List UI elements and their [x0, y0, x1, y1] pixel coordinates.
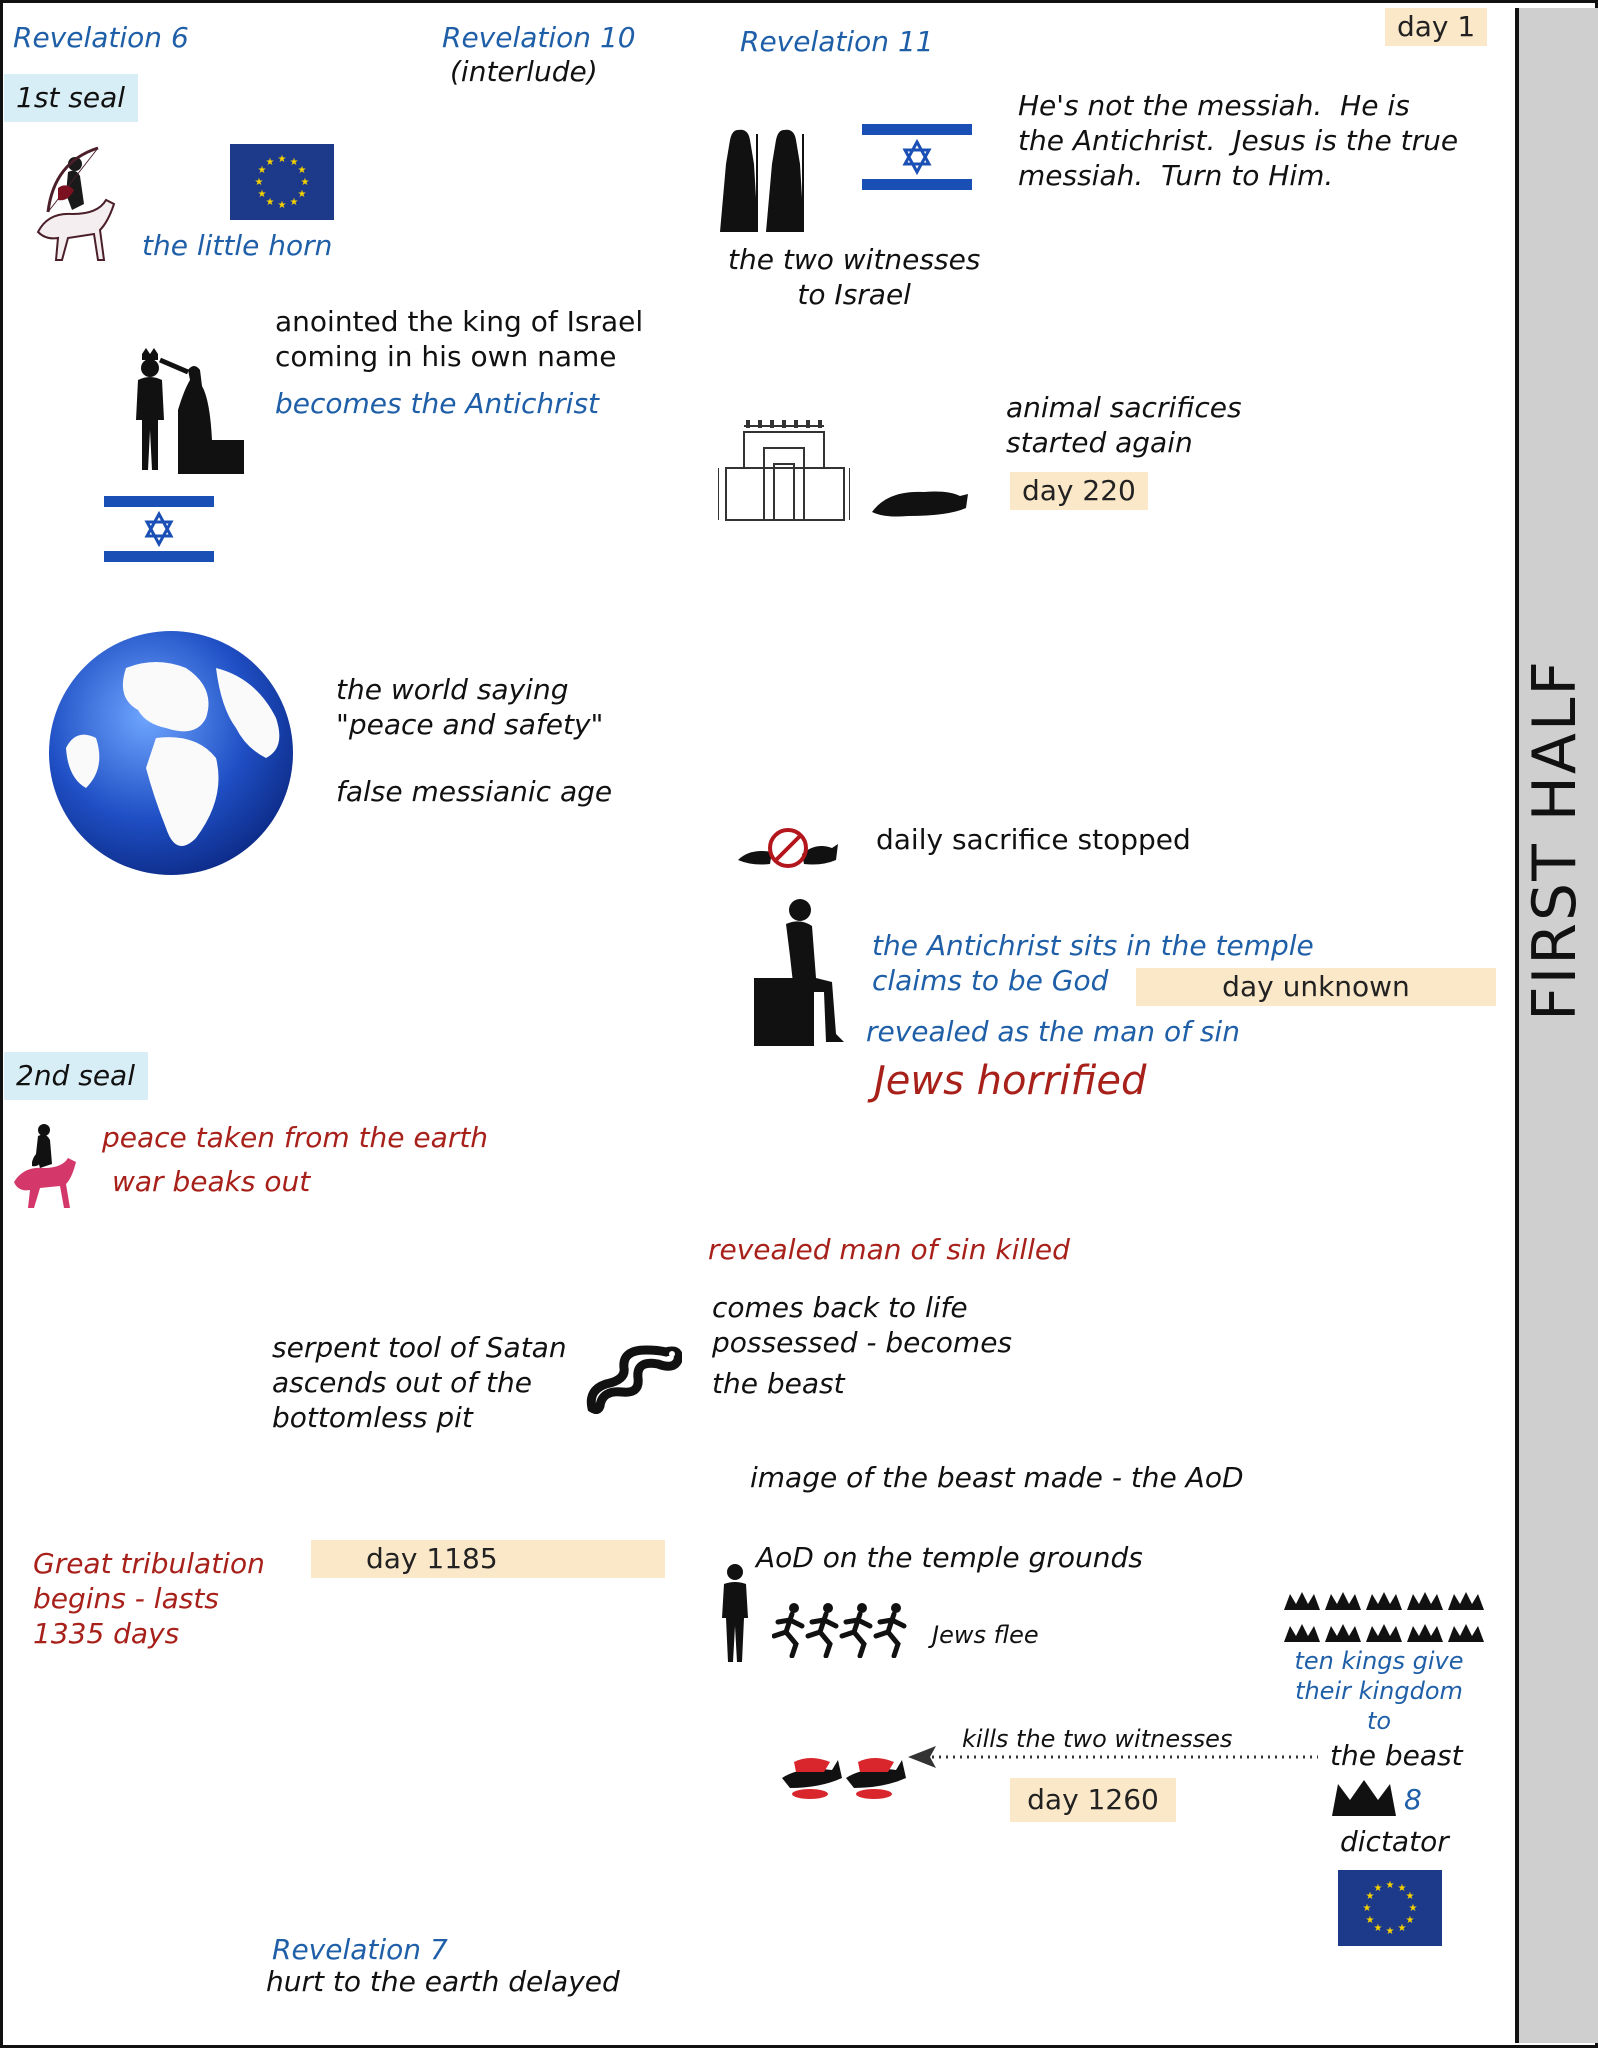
svg-text:★: ★	[1366, 1891, 1375, 1902]
kills-arrow	[908, 1746, 1318, 1768]
second-seal-label: 2nd seal	[4, 1052, 148, 1100]
revelation-6-header: Revelation 6	[13, 21, 189, 54]
day-1-tag: day 1	[1385, 8, 1488, 46]
revelation-10-header: Revelation 10	[442, 21, 636, 54]
svg-text:★: ★	[1363, 1903, 1372, 1914]
svg-text:★: ★	[1374, 1883, 1383, 1894]
day-220-tag: day 220	[1010, 472, 1148, 510]
svg-text:★: ★	[1386, 1880, 1395, 1891]
sidebar-band	[1515, 8, 1598, 2043]
svg-text:★: ★	[290, 157, 299, 168]
white-horse-rider-icon	[36, 146, 116, 261]
two-witnesses-text: the two witnesses to Israel	[728, 243, 981, 311]
day-1185-tag: day 1185	[311, 1540, 665, 1578]
false-messianic-text: false messianic age	[336, 775, 613, 808]
temple-icon	[718, 420, 850, 521]
standing-idol-icon	[722, 1564, 748, 1662]
svg-text:★: ★	[278, 154, 287, 165]
world-peace-text: the world saying "peace and safety"	[336, 673, 604, 741]
two-witnesses-icon	[720, 129, 804, 232]
jews-horrified-text: Jews horrified	[874, 1058, 1147, 1104]
globe-icon	[49, 631, 293, 875]
dead-witnesses-icon	[782, 1758, 906, 1799]
ten-kings-text: ten kings give their kingdom to	[1294, 1647, 1464, 1735]
israel-flag-icon	[104, 492, 214, 566]
svg-text:★: ★	[1374, 1923, 1383, 1934]
svg-text:★: ★	[1366, 1915, 1375, 1926]
running-people-icon	[772, 1603, 907, 1658]
eu-flag-icon: ★★★★ ★★★★ ★★★★	[230, 144, 334, 220]
peace-taken-text: peace taken from the earth	[102, 1121, 489, 1154]
svg-text:★: ★	[1398, 1883, 1407, 1894]
eu-flag-icon: ★★★★ ★★★★ ★★★★	[1338, 1870, 1442, 1946]
svg-text:★: ★	[258, 165, 267, 176]
stopped-sacrifice-icon	[738, 828, 838, 868]
war-breaks-out-text: war beaks out	[112, 1165, 311, 1198]
israel-flag-icon	[862, 120, 972, 194]
little-horn-label: the little horn	[142, 229, 333, 262]
the-beast-label: the beast	[1330, 1739, 1463, 1772]
svg-text:★: ★	[298, 189, 307, 200]
sacrifice-animal-icon	[872, 491, 968, 517]
serpent-icon	[586, 1345, 682, 1414]
not-messiah-text: He's not the messiah. He is the Antichri…	[1018, 89, 1459, 192]
svg-text:★: ★	[298, 165, 307, 176]
svg-text:★: ★	[278, 200, 287, 211]
seated-man-icon	[754, 899, 844, 1046]
image-of-beast-text: image of the beast made - the AoD	[750, 1461, 1244, 1494]
svg-text:★: ★	[1409, 1903, 1418, 1914]
king-anointing-icon	[136, 348, 244, 474]
day-1260-tag: day 1260	[1010, 1778, 1176, 1822]
becomes-antichrist-label: becomes the Antichrist	[275, 387, 600, 420]
first-half-label: FIRST HALF	[1520, 659, 1590, 1021]
first-seal-label: 1st seal	[4, 74, 138, 122]
kills-two-witnesses-text: kills the two witnesses	[962, 1725, 1233, 1753]
svg-text:★: ★	[1406, 1915, 1415, 1926]
aod-temple-grounds-text: AoD on the temple grounds	[756, 1541, 1143, 1574]
comes-back-to-life-text: comes back to life possessed - becomes	[712, 1291, 1013, 1359]
eight-label: 8	[1404, 1783, 1422, 1816]
revealed-man-of-sin-text: revealed as the man of sin	[866, 1015, 1240, 1048]
red-horse-rider-icon	[14, 1124, 76, 1208]
svg-text:★: ★	[290, 197, 299, 208]
animal-sacrifices-text: animal sacrifices started again	[1006, 391, 1242, 459]
day-unknown-tag: day unknown	[1136, 968, 1496, 1006]
serpent-text: serpent tool of Satan ascends out of the…	[272, 1331, 567, 1434]
svg-text:★: ★	[1398, 1923, 1407, 1934]
daily-sacrifice-stopped-text: daily sacrifice stopped	[876, 823, 1191, 856]
dictator-text: dictator	[1340, 1825, 1449, 1858]
sits-in-temple-text: the Antichrist sits in the temple claims…	[872, 929, 1314, 997]
hurt-delayed-text: hurt to the earth delayed	[266, 1965, 620, 1998]
anointed-king-text: anointed the king of Israel coming in hi…	[275, 305, 644, 373]
great-tribulation-text: Great tribulation begins - lasts 1335 da…	[33, 1547, 265, 1650]
svg-text:★: ★	[255, 177, 264, 188]
svg-text:★: ★	[258, 189, 267, 200]
man-of-sin-killed-text: revealed man of sin killed	[708, 1233, 1070, 1266]
revelation-7-header: Revelation 7	[272, 1933, 448, 1966]
crown-icon	[1332, 1780, 1396, 1816]
the-beast-text: the beast	[712, 1367, 845, 1400]
svg-text:★: ★	[1386, 1926, 1395, 1937]
revelation-11-header: Revelation 11	[740, 25, 934, 58]
interlude-label: (interlude)	[450, 55, 598, 88]
svg-text:★: ★	[301, 177, 310, 188]
svg-text:★: ★	[266, 197, 275, 208]
svg-text:★: ★	[1406, 1891, 1415, 1902]
svg-text:★: ★	[266, 157, 275, 168]
jews-flee-text: Jews flee	[932, 1621, 1039, 1649]
crowns-icon	[1284, 1592, 1484, 1642]
